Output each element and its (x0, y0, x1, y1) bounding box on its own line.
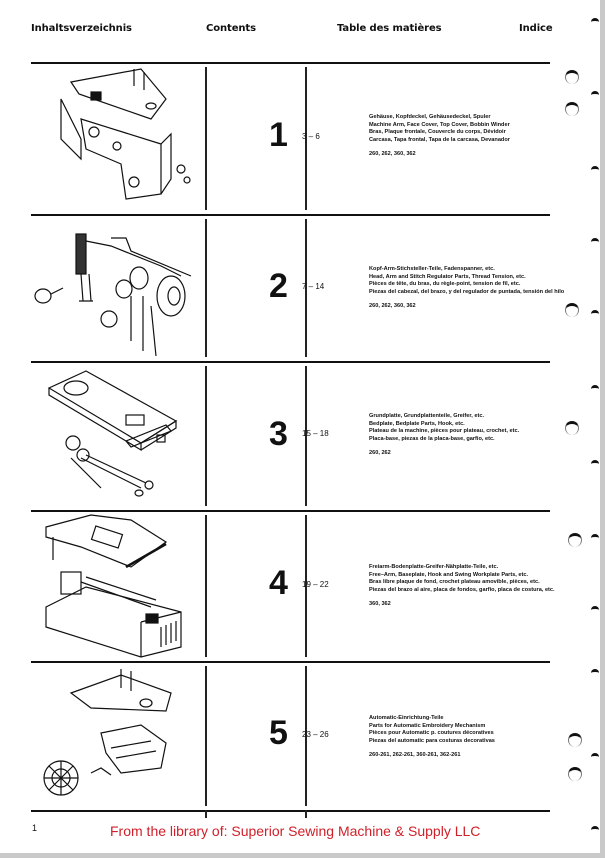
section-description: Gehäuse, Kopfdeckel, Gehäusedeckel, Spul… (369, 114, 594, 159)
description-en: Head, Arm and Stitch Regulator Parts, Th… (369, 273, 526, 280)
page-range[interactable]: 19 – 22 (302, 580, 329, 589)
head-arm-stitch-regulator-illustration (31, 216, 206, 361)
description-en: Bedplate, Bedplate Parts, Hook, etc. (369, 420, 465, 427)
section-number: 4 (269, 564, 288, 602)
description-es: Piezas del automatic para costuras decor… (369, 737, 495, 744)
description-de: Kopf-Arm-Stichsteller-Teile, Fadenspanne… (369, 266, 495, 272)
section-3: 3 15 – 18 Grundplatte, Grundplattenteile… (31, 363, 550, 510)
section-number: 3 (269, 415, 288, 453)
header-german: Inhaltsverzeichnis (31, 23, 132, 34)
section-description: Grundplatte, Grundplattenteile, Greifer,… (369, 413, 594, 458)
punch-hole-mark (591, 310, 599, 318)
description-es: Piezas del brazo al aire, placa de fondo… (369, 586, 555, 593)
library-notice: From the library of: Superior Sewing Mac… (110, 823, 481, 839)
column-rule (205, 515, 207, 657)
punch-hole-mark (568, 733, 582, 747)
description-fr: Pièces de tête, du bras, du règle-point,… (369, 281, 521, 288)
punch-hole-mark (591, 91, 599, 99)
model-numbers: 260, 262, 360, 362 (369, 151, 416, 158)
page-number: 1 (32, 823, 38, 833)
description-de: Gehäuse, Kopfdeckel, Gehäusedeckel, Spul… (369, 114, 491, 120)
punch-hole-mark (591, 460, 599, 468)
divider-2 (31, 361, 550, 363)
punch-hole-mark (565, 303, 579, 317)
divider-bottom (31, 810, 550, 812)
punch-hole-mark (591, 534, 599, 542)
divider-top (31, 62, 550, 64)
column-rule (305, 67, 307, 210)
column-rule (205, 67, 207, 210)
column-rule-tick (205, 810, 207, 818)
description-es: Carcasa, Tapa frontal, Tapa de la carcas… (369, 136, 510, 143)
punch-hole-mark (591, 753, 599, 761)
description-en: Parts for Automatic Embroidery Mechanism (369, 722, 486, 729)
machine-arm-housing-illustration (31, 64, 206, 214)
section-number: 2 (269, 267, 288, 305)
automatic-embroidery-mechanism-illustration (31, 663, 206, 810)
column-rule (205, 666, 207, 806)
model-numbers: 260, 262, 360, 362 (369, 303, 416, 310)
description-es: Piezas del cabezal, del brazo, y del reg… (369, 288, 565, 295)
section-description: Freiarm-Bodenplatte-Greifer-Nähplatte-Te… (369, 564, 594, 609)
model-numbers: 360, 362 (369, 601, 391, 608)
page-range[interactable]: 15 – 18 (302, 429, 329, 438)
header-italian: Indice (519, 23, 553, 34)
punch-hole-mark (591, 606, 599, 614)
description-fr: Plateau de la machine, pièces pour plate… (369, 428, 520, 435)
punch-hole-mark (591, 826, 599, 834)
model-numbers: 260-261, 262-261, 360-261, 362-261 (369, 752, 461, 759)
punch-hole-mark (591, 385, 599, 393)
page-edge-right (600, 0, 605, 858)
punch-hole-mark (565, 421, 579, 435)
divider-3 (31, 510, 550, 512)
bedplate-hook-illustration (31, 363, 206, 510)
column-rule (305, 366, 307, 506)
column-rule (205, 219, 207, 357)
description-es: Placa-base, piezas de la placa-base, gar… (369, 435, 495, 442)
description-fr: Bras, Plaque frontale, Couvercle du corp… (369, 129, 506, 136)
punch-hole-mark (591, 166, 599, 174)
header-french: Table des matières (337, 23, 442, 34)
punch-hole-mark (591, 669, 599, 677)
punch-hole-mark (568, 533, 582, 547)
description-fr: Bras libre plaque de fond, crochet plate… (369, 579, 540, 586)
punch-hole-mark (565, 102, 579, 116)
description-de: Automatic-Einrichtung-Teile (369, 715, 444, 721)
description-en: Free–Arm, Baseplate, Hook and Swing Work… (369, 571, 529, 578)
section-number: 5 (269, 714, 288, 752)
section-5: 5 23 – 26 Automatic-Einrichtung-Teile Pa… (31, 663, 550, 810)
punch-hole-mark (591, 238, 599, 246)
description-fr: Pièces pour Automatic p. coutures décora… (369, 730, 494, 737)
punch-hole-mark (591, 18, 599, 26)
column-rule-tick (305, 810, 307, 818)
section-description: Kopf-Arm-Stichsteller-Teile, Fadenspanne… (369, 266, 594, 311)
description-de: Freiarm-Bodenplatte-Greifer-Nähplatte-Te… (369, 564, 499, 570)
divider-4 (31, 661, 550, 663)
free-arm-baseplate-illustration (31, 512, 206, 661)
section-4: 4 19 – 22 Freiarm-Bodenplatte-Greifer-Nä… (31, 512, 555, 661)
column-rule (305, 515, 307, 657)
model-numbers: 260, 262 (369, 450, 391, 457)
column-rule (205, 366, 207, 506)
section-description: Automatic-Einrichtung-Teile Parts for Au… (369, 715, 594, 760)
page-edge-bottom (0, 853, 605, 858)
page-range[interactable]: 23 – 26 (302, 730, 329, 739)
column-rule (305, 219, 307, 357)
page-range[interactable]: 7 – 14 (302, 282, 325, 291)
page-range[interactable]: 3 – 6 (302, 132, 320, 141)
header-english: Contents (206, 23, 256, 34)
section-number: 1 (269, 116, 288, 154)
section-1: 1 3 – 6 Gehäuse, Kopfdeckel, Gehäusedeck… (31, 64, 550, 214)
punch-hole-mark (565, 70, 579, 84)
description-en: Machine Arm, Face Cover, Top Cover, Bobb… (369, 121, 510, 128)
punch-hole-mark (568, 767, 582, 781)
column-rule (305, 666, 307, 806)
divider-1 (31, 214, 550, 216)
description-de: Grundplatte, Grundplattenteile, Greifer,… (369, 413, 485, 419)
section-2: 2 7 – 14 Kopf-Arm-Stichsteller-Teile, Fa… (31, 216, 564, 361)
